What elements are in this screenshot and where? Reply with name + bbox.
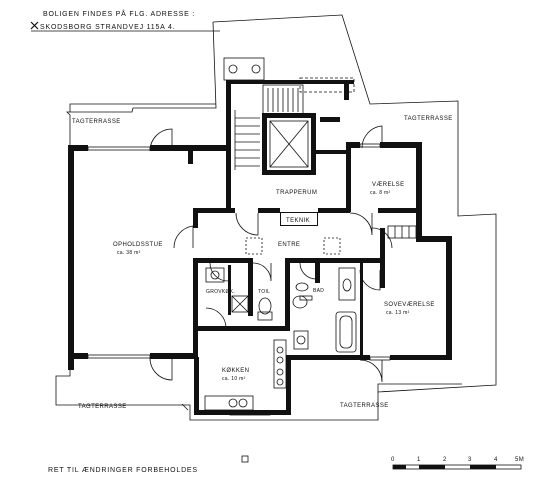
stair-tower <box>223 57 355 210</box>
label-technical: TEKNIK <box>286 218 310 224</box>
label-bedroom-area: ca. 13 m² <box>386 310 410 316</box>
door-swings <box>149 125 393 383</box>
label-living-room-area: ca. 38 m² <box>117 250 141 256</box>
label-terrace-bottom-right: TAGTERRASSE <box>340 403 389 409</box>
label-room: VÆRELSE <box>372 182 404 188</box>
label-hall: ENTRE <box>278 242 300 248</box>
small-marker <box>241 455 249 463</box>
scale-tick-5: 5M <box>515 457 524 463</box>
label-bedroom: SOVEVÆRELSE <box>384 302 435 308</box>
small-stair <box>387 225 417 239</box>
label-terrace-top-left: TAGTERRASSE <box>72 119 121 125</box>
label-stairwell: TRAPPERUM <box>276 190 317 196</box>
label-toilet: TOIL <box>258 289 270 295</box>
label-kitchen: KØKKEN <box>222 368 249 374</box>
technical-box <box>281 213 317 225</box>
scale-tick-0: 0 <box>391 457 395 463</box>
address-marker-icon <box>30 21 39 30</box>
scale-tick-3: 3 <box>468 457 472 463</box>
label-utility: GROVKØK. <box>206 289 235 295</box>
label-terrace-bottom-left: TAGTERRASSE <box>78 404 127 410</box>
scale-tick-4: 4 <box>494 457 498 463</box>
label-living-room: OPHOLDSSTUE <box>113 242 163 248</box>
footer-note: RET TIL ÆNDRINGER FORBEHOLDES <box>48 467 198 474</box>
scale-bar: 0 1 2 3 4 5M <box>391 457 524 470</box>
label-room-area: ca. 8 m² <box>370 190 390 196</box>
exterior-walls <box>68 142 452 415</box>
windows <box>69 143 452 416</box>
address-line: SKODSBORG STRANDVEJ 115A 4. <box>40 24 175 31</box>
interior-walls <box>193 208 418 358</box>
fixtures <box>204 237 357 411</box>
terrace-outline <box>55 14 497 421</box>
tick-mark <box>181 403 189 411</box>
scale-tick-2: 2 <box>443 457 447 463</box>
label-kitchen-area: ca. 10 m² <box>222 376 246 382</box>
label-terrace-top-right: TAGTERRASSE <box>404 116 453 122</box>
scale-tick-1: 1 <box>417 457 421 463</box>
label-bath: BAD <box>313 288 324 294</box>
address-heading: BOLIGEN FINDES PÅ FLG. ADRESSE : <box>43 9 195 18</box>
